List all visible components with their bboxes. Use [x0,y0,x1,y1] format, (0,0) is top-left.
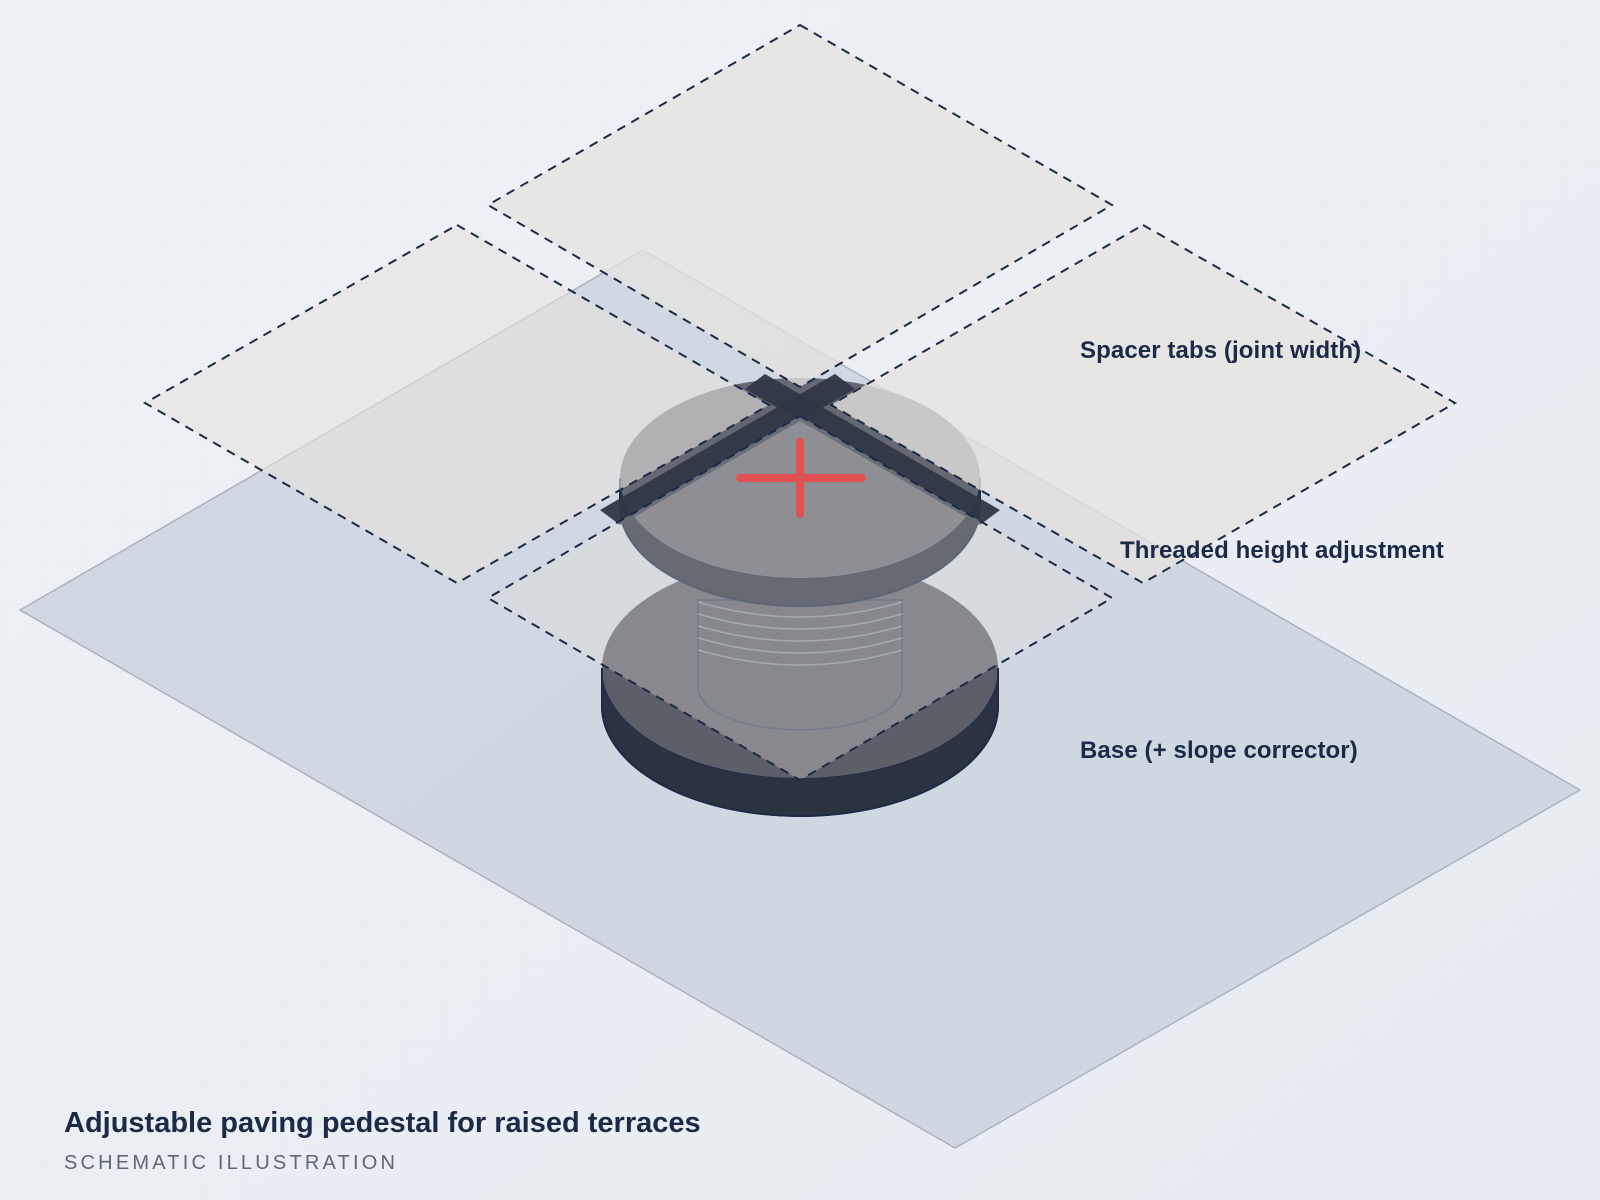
spacer-tabs [600,374,1000,525]
threaded-column [697,599,903,731]
thread-line [697,613,903,630]
crosshair-icon [736,438,866,518]
callout-threaded-height: Threaded height adjustment [1120,537,1444,564]
thread-line [697,625,903,642]
thread-line [697,649,903,666]
tile-right [828,223,1458,585]
callout-base: Base (+ slope corrector) [1080,737,1358,764]
tiles [142,23,1458,782]
thread-line [697,637,903,654]
thread-line [697,601,903,618]
tile-bottom [486,414,1114,782]
tile-left [142,223,772,585]
diagram-subtitle: SCHEMATIC ILLUSTRATION [64,1152,399,1174]
callout-spacer-tabs: Spacer tabs (joint width) [1080,337,1362,364]
tile-top [486,23,1114,389]
diagram-title: Adjustable paving pedestal for raised te… [64,1107,701,1139]
